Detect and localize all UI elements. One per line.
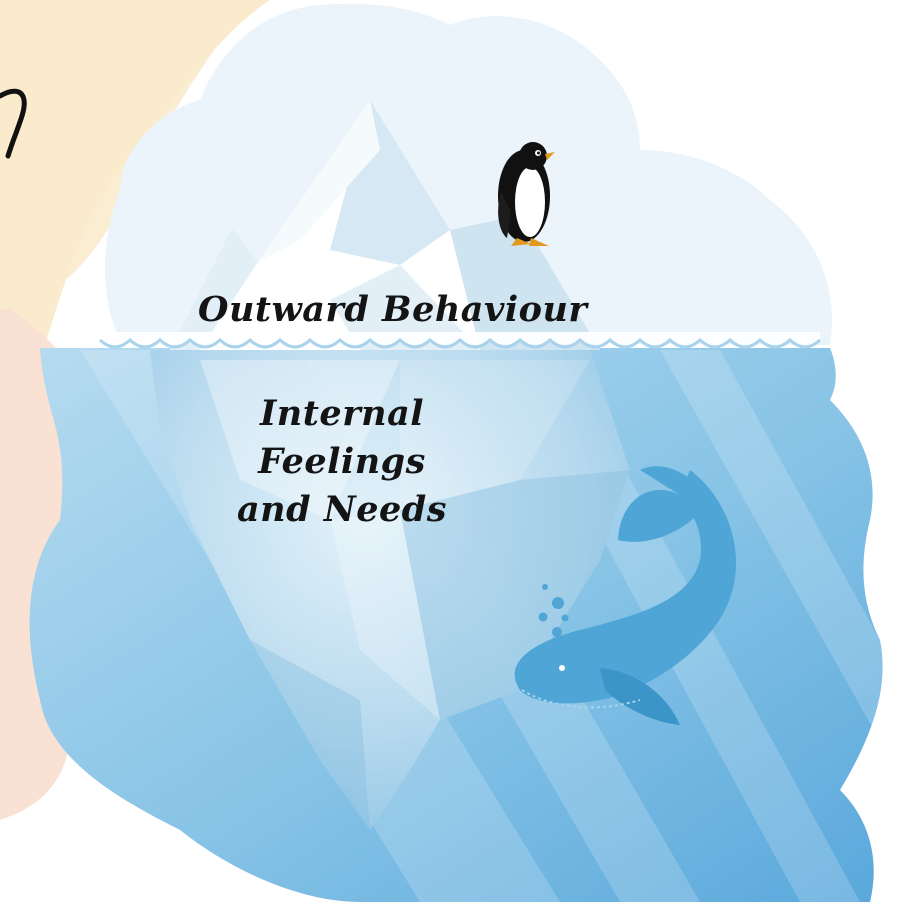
whale-icon: [514, 466, 737, 725]
waterline-edge: [98, 337, 822, 349]
internal-label-line2: and Needs: [237, 489, 447, 530]
penguin-icon: [498, 142, 555, 246]
iceberg-submerged: [150, 350, 630, 830]
internal-feelings-label: Internal Feelings and Needs: [172, 390, 512, 534]
waterline-scallops: [100, 332, 820, 345]
whale-tail: [618, 466, 710, 542]
internal-label-line1: Internal Feelings: [258, 393, 426, 482]
cream-blob-top: [0, 0, 250, 310]
bubbles-icon: [538, 584, 569, 637]
iceberg-submerged-facets: [200, 360, 590, 720]
outward-behaviour-label: Outward Behaviour: [198, 289, 588, 330]
whale-body: [514, 470, 737, 704]
whale-eye: [559, 665, 565, 671]
iceberg-icon: [170, 100, 600, 350]
iceberg-submerged-shadows: [250, 470, 630, 830]
whale-belly: [521, 689, 641, 709]
whale-fin: [600, 668, 680, 725]
partial-letter-stroke: [0, 88, 27, 159]
